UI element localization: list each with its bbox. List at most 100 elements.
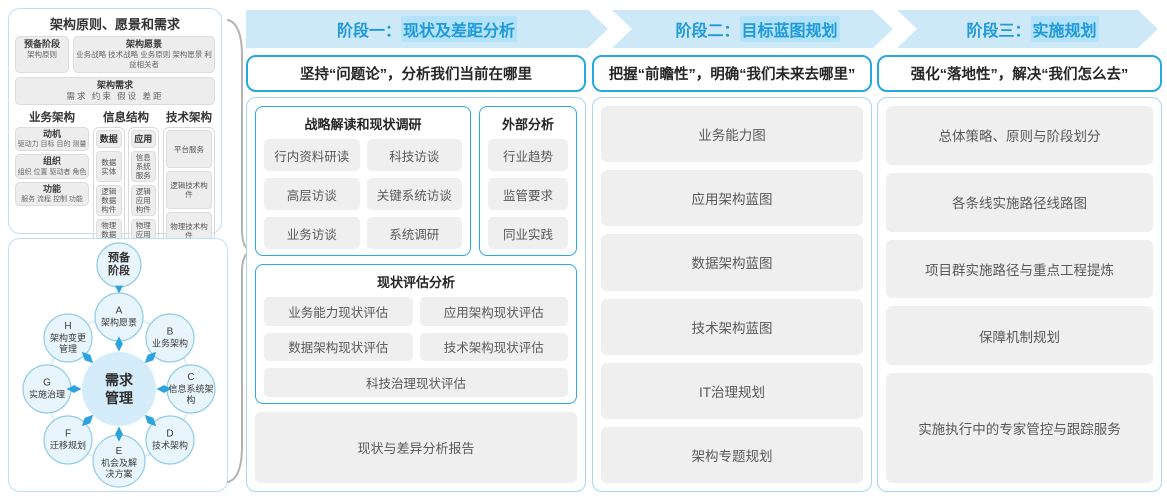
phase2-subtitle: 把握“前瞻性”，明确“我们未来去哪里” bbox=[592, 55, 872, 92]
node-circle-f bbox=[43, 415, 93, 465]
task-item: 科技访谈 bbox=[366, 139, 462, 171]
deliverable-item: 各条线实施路径线路图 bbox=[886, 172, 1153, 232]
box-sub: 业务战略 技术战略 业务原则 架构愿景 利益相关者 bbox=[76, 50, 212, 69]
box-sub: 需求 约束 假设 差距 bbox=[66, 91, 164, 101]
node-id: H bbox=[64, 321, 72, 333]
box-title: 动机 bbox=[42, 129, 61, 140]
phase1-subtitle: 坚持“问题论”，分析我们当前在哪里 bbox=[246, 55, 586, 92]
deliverable-item: 应用架构蓝图 bbox=[601, 170, 863, 227]
phase3-subtitle: 强化“落地性”，解决“我们怎么去” bbox=[877, 55, 1162, 92]
architecture-content-framework-panel: 架构原则、愿景和需求 预备阶段 架构原则 架构愿景 业务战略 技术战略 业务原则… bbox=[8, 8, 222, 295]
column-header: 应用 bbox=[130, 130, 156, 149]
task-item: 行业趋势 bbox=[488, 139, 568, 171]
phase2-header-prefix: 阶段二： bbox=[675, 23, 740, 40]
section-title: 信息结构 bbox=[103, 112, 149, 125]
column-header: 数据 bbox=[96, 130, 122, 149]
box-sub: 服务 流程 控制 功能 bbox=[21, 195, 83, 203]
deliverable-item: IT治理规划 bbox=[601, 362, 863, 419]
task-item: 监管要求 bbox=[488, 178, 568, 210]
data-column: 数据 数据实体 逻辑数据构件 物理数据构件 bbox=[93, 127, 125, 254]
deliverable-item: 总体策略、原则与阶段划分 bbox=[886, 106, 1153, 165]
node-label: 架构愿景 bbox=[100, 317, 137, 328]
box-title: 架构愿景 bbox=[125, 39, 162, 49]
phase1-header-name: 现状及差距分析 bbox=[401, 16, 517, 42]
box-sub: 驱动力 目标 目的 测量 bbox=[17, 141, 87, 149]
business-architecture-section: 业务架构 动机 驱动力 目标 目的 测量 组织 组织 位置 驱动者 角色 功能 … bbox=[15, 109, 89, 253]
phase1-header-prefix: 阶段一： bbox=[336, 23, 401, 40]
strategy-research-group: 战略解读和现状调研 行内资料研读 科技访谈 高层访谈 关键系统访谈 业务访谈 系… bbox=[255, 106, 471, 256]
node-id: B bbox=[166, 326, 174, 338]
node-circle-d bbox=[145, 415, 195, 465]
deliverable-item: 实施执行中的专家管控与跟踪服务 bbox=[886, 373, 1153, 483]
task-item: 业务访谈 bbox=[264, 217, 360, 249]
box-sub: 组织 位置 驱动者 角色 bbox=[17, 168, 87, 176]
architecture-requirement-box: 架构需求 需求 约束 假设 差距 bbox=[15, 76, 215, 106]
data-item: 数据实体 bbox=[96, 151, 122, 183]
technology-column: 平台服务 逻辑技术构件 物理技术构件 bbox=[163, 127, 215, 254]
box-title: 预备阶段 bbox=[23, 39, 60, 49]
center-circle bbox=[82, 352, 156, 426]
section-title: 技术架构 bbox=[166, 112, 212, 125]
phase3-header: 阶段三： 实施规划 bbox=[897, 10, 1158, 48]
node-id: A bbox=[115, 305, 123, 317]
task-item: 同业实践 bbox=[488, 217, 568, 249]
node-label: 迁移规划 bbox=[49, 440, 86, 451]
deliverable-item: 数据架构蓝图 bbox=[601, 234, 863, 291]
task-item: 应用架构现状评估 bbox=[419, 297, 568, 326]
prep-node-label: 预备阶段 bbox=[108, 251, 130, 277]
node-label: 架构变更管理 bbox=[49, 333, 86, 354]
panel-title: 架构原则、愿景和需求 bbox=[49, 17, 180, 32]
task-item: 高层访谈 bbox=[264, 178, 360, 210]
box-title: 功能 bbox=[42, 183, 61, 194]
motivation-box: 动机 驱动力 目标 目的 测量 bbox=[15, 127, 89, 152]
task-item: 系统调研 bbox=[366, 217, 462, 249]
preparation-phase-box: 预备阶段 架构原则 bbox=[15, 36, 69, 73]
app-item: 逻辑应用构件 bbox=[130, 185, 156, 217]
organization-box: 组织 组织 位置 驱动者 角色 bbox=[15, 154, 89, 179]
tech-item: 平台服务 bbox=[166, 130, 212, 169]
box-title: 组织 bbox=[42, 156, 61, 167]
node-id: E bbox=[115, 446, 123, 458]
task-item: 技术架构现状评估 bbox=[419, 332, 568, 362]
gap-analysis-report-box: 现状与差异分析报告 bbox=[255, 412, 577, 483]
architecture-sections-row: 业务架构 动机 驱动力 目标 目的 测量 组织 组织 位置 驱动者 角色 功能 … bbox=[15, 109, 215, 254]
current-state-assessment-group: 现状评估分析 业务能力现状评估 应用架构现状评估 数据架构现状评估 技术架构现状… bbox=[255, 264, 577, 404]
box-title: 架构需求 bbox=[96, 79, 133, 90]
deliverable-item: 业务能力图 bbox=[601, 106, 863, 163]
app-item: 信息系统服务 bbox=[130, 151, 156, 183]
phase2-header-name: 目标蓝图规划 bbox=[740, 16, 840, 42]
section-title: 业务架构 bbox=[29, 112, 75, 125]
task-item: 科技治理现状评估 bbox=[264, 368, 568, 397]
node-label: 技术架构 bbox=[151, 440, 188, 451]
phase1-header: 阶段一： 现状及差距分析 bbox=[246, 10, 608, 48]
phase2-content-panel: 业务能力图 应用架构蓝图 数据架构蓝图 技术架构蓝图 IT治理规划 架构专题规划 bbox=[592, 97, 872, 492]
node-label: 业务架构 bbox=[151, 338, 188, 349]
center-node-label: 需求管理 bbox=[105, 371, 133, 406]
phase3-header-prefix: 阶段三： bbox=[966, 23, 1031, 40]
phase3-header-name: 实施规划 bbox=[1031, 16, 1099, 42]
tech-item: 逻辑技术构件 bbox=[166, 171, 212, 210]
box-sub: 架构原则 bbox=[27, 50, 57, 60]
data-item: 逻辑数据构件 bbox=[96, 185, 122, 217]
node-label: 信息系统架构 bbox=[168, 384, 214, 405]
deliverable-item: 保障机制规划 bbox=[886, 306, 1153, 366]
phase3-content-panel: 总体策略、原则与阶段划分 各条线实施路径线路图 项目群实施路径与重点工程提炼 保… bbox=[877, 97, 1162, 492]
prep-vision-row: 预备阶段 架构原则 架构愿景 业务战略 技术战略 业务原则 架构愿景 利益相关者 bbox=[15, 36, 215, 73]
task-item: 数据架构现状评估 bbox=[264, 332, 413, 362]
node-circle-h bbox=[43, 313, 93, 363]
architecture-vision-box: 架构愿景 业务战略 技术战略 业务原则 架构愿景 利益相关者 bbox=[73, 36, 215, 73]
group-title: 现状评估分析 bbox=[376, 275, 455, 290]
node-id: F bbox=[64, 428, 72, 440]
external-analysis-group: 外部分析 行业趋势 监管要求 同业实践 bbox=[479, 106, 577, 256]
technology-architecture-section: 技术架构 平台服务 逻辑技术构件 物理技术构件 bbox=[163, 109, 215, 254]
phase2-header: 阶段二： 目标蓝图规划 bbox=[612, 10, 893, 48]
group-title: 战略解读和现状调研 bbox=[304, 117, 422, 132]
